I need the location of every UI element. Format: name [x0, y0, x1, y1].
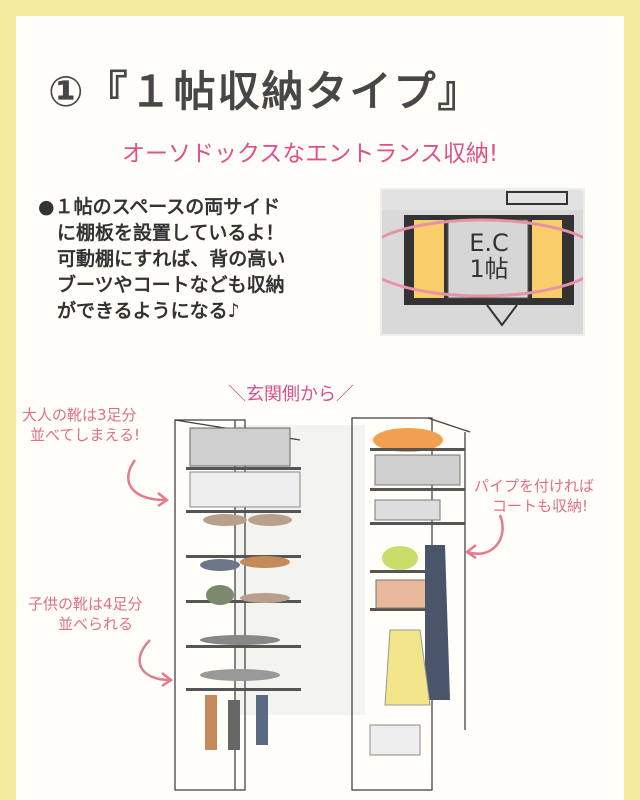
description: ●１帖のスペースの両サイド に棚板を設置しているよ！ 可動棚にすれば、背の高い … [38, 194, 285, 324]
note-line: 大人の靴は3足分 [22, 406, 137, 424]
description-line: ●１帖のスペースの両サイド [38, 196, 281, 218]
description-line: ができるようになる♪ [38, 300, 240, 322]
floor-plan: E.C 1帖 [380, 188, 585, 336]
note-adult-shoes: 大人の靴は3足分 並べてしまえる! [22, 405, 140, 445]
subtitle: オーソドックスなエントランス収納! [122, 141, 499, 167]
note-line: 並べてしまえる! [30, 426, 140, 444]
description-line: に棚板を設置しているよ！ [38, 222, 285, 244]
view-label: ＼玄関側から／ [228, 384, 354, 405]
note-pipe: パイプを付ければ コートも収納! [474, 476, 594, 516]
note-line: 並べられる [58, 615, 134, 633]
floor-plan-label-line: 1帖 [469, 255, 509, 283]
floor-plan-label: E.C 1帖 [450, 230, 528, 282]
note-child-shoes: 子供の靴は4足分 並べられる [28, 594, 143, 634]
note-line: コートも収納! [492, 497, 589, 515]
page-title: ①『１帖収納タイプ』 [48, 67, 482, 116]
note-line: 子供の靴は4足分 [28, 595, 143, 613]
description-line: ブーツやコートなども収納 [38, 274, 285, 296]
note-line: パイプを付ければ [474, 477, 595, 495]
floor-plan-label-line: E.C [469, 229, 509, 257]
description-line: 可動棚にすれば、背の高い [38, 248, 286, 270]
